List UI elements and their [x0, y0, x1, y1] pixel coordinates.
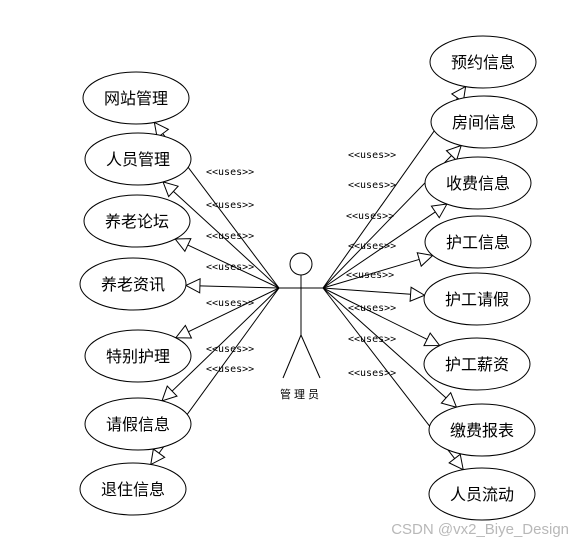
uses-label-wzgl: <<uses>> — [206, 167, 254, 178]
association-line-tbhl — [175, 287, 280, 339]
use-case-ylt: 养老论坛 — [83, 194, 191, 248]
use-case-label: 缴费报表 — [450, 421, 514, 440]
use-case-ellipse — [424, 215, 532, 269]
use-case-hgxx: 护工信息 — [424, 215, 532, 269]
use-case-ellipse — [429, 35, 537, 89]
uses-label-yyxx: <<uses>> — [348, 150, 396, 161]
uses-label-ryld: <<uses>> — [348, 368, 396, 379]
use-case-label: 请假信息 — [106, 415, 170, 434]
association-line-sfxx — [322, 203, 448, 289]
arrowhead-sfxx — [430, 203, 448, 219]
use-case-label: 网站管理 — [104, 89, 168, 108]
uses-labels: <<uses>> <<uses>> <<uses>> <<uses>> <<uses>>… — [206, 150, 396, 379]
uses-label-tbhl: <<uses>> — [206, 298, 254, 309]
use-case-label: 退住信息 — [101, 480, 165, 499]
use-case-ellipse — [84, 132, 192, 186]
arrowhead-qjxx — [161, 385, 178, 402]
arrowhead-ylt — [174, 238, 192, 253]
uses-label-hgqj: <<uses>> — [346, 270, 394, 281]
use-case-fjxx: 房间信息 — [430, 95, 538, 149]
use-case-label: 养老论坛 — [105, 212, 169, 231]
actor-right-leg — [300, 334, 321, 379]
uses-label-sfxx: <<uses>> — [346, 211, 394, 222]
actor-left-leg — [282, 334, 302, 379]
use-case-ellipse — [84, 397, 192, 451]
use-case-label: 养老资讯 — [101, 275, 165, 294]
actor-figure: 管理员 — [279, 252, 323, 401]
arrowhead-hgxx — [416, 252, 434, 268]
association-line-rygl — [162, 181, 280, 289]
association-lines — [150, 85, 467, 471]
arrowhead-rygl — [162, 181, 180, 198]
use-case-label: 护工薪资 — [445, 355, 509, 374]
association-line-jfbb — [322, 287, 457, 408]
arrowhead-jfbb — [440, 391, 458, 408]
use-case-wzgl: 网站管理 — [82, 71, 190, 125]
use-case-ellipse — [424, 156, 532, 210]
association-line-hgxz — [322, 287, 440, 347]
use-case-jfbb: 缴费报表 — [428, 403, 536, 457]
use-case-ellipse — [423, 337, 531, 391]
association-line-hgqj — [322, 287, 425, 296]
arrowhead-fjxx — [445, 144, 463, 162]
uses-label-rygl: <<uses>> — [206, 200, 254, 211]
association-line-ylt — [174, 238, 280, 289]
actor-head — [289, 252, 313, 276]
use-case-label: 房间信息 — [452, 113, 516, 132]
use-case-ellipse — [79, 257, 187, 311]
use-case-sfxx: 收费信息 — [424, 156, 532, 210]
use-case-label: 人员管理 — [106, 150, 170, 169]
use-case-ellipse — [423, 272, 531, 326]
use-case-tzxx: 退住信息 — [79, 462, 187, 516]
use-case-tbhl: 特别护理 — [84, 329, 192, 383]
use-case-label: 护工信息 — [446, 233, 510, 252]
use-case-hgxz: 护工薪资 — [423, 337, 531, 391]
use-case-ylzx: 养老资讯 — [79, 257, 187, 311]
uses-label-ylzx: <<uses>> — [206, 262, 254, 273]
uses-label-tzxx: <<uses>> — [206, 364, 254, 375]
arrowhead-hgqj — [409, 286, 426, 303]
use-case-ellipse — [79, 462, 187, 516]
use-case-ellipse — [83, 194, 191, 248]
uses-label-qjxx: <<uses>> — [206, 344, 254, 355]
use-case-label: 护工请假 — [445, 290, 509, 309]
association-line-ylzx — [185, 284, 280, 289]
use-case-qjxx: 请假信息 — [84, 397, 192, 451]
uses-label-fjxx: <<uses>> — [348, 180, 396, 191]
use-case-label: 特别护理 — [106, 347, 170, 366]
arrowhead-ryld — [448, 453, 464, 471]
uses-label-hgxz: <<uses>> — [348, 303, 396, 314]
association-line-hgxx — [322, 254, 433, 289]
arrowhead-wzgl — [153, 121, 170, 139]
use-case-label: 人员流动 — [450, 485, 514, 504]
arrowhead-tbhl — [174, 324, 193, 339]
watermark: CSDN @vx2_Biye_Design — [391, 521, 569, 538]
association-line-qjxx — [161, 287, 280, 402]
use-case-ryld: 人员流动 — [428, 467, 536, 521]
use-case-ellipse — [428, 403, 536, 457]
arrowhead-tzxx — [150, 448, 166, 466]
arrowhead-ylzx — [184, 278, 201, 294]
use-case-label: 预约信息 — [451, 53, 515, 72]
use-case-hgqj: 护工请假 — [423, 272, 531, 326]
use-case-ellipse — [84, 329, 192, 383]
use-case-ellipse — [82, 71, 190, 125]
uses-label-jfbb: <<uses>> — [348, 334, 396, 345]
uses-label-ylt: <<uses>> — [206, 231, 254, 242]
actor-label: 管理员 — [280, 387, 322, 401]
use-case-rygl: 人员管理 — [84, 132, 192, 186]
arrowhead-hgxz — [423, 332, 441, 347]
use-case-ellipse — [428, 467, 536, 521]
uses-label-hgxx: <<uses>> — [348, 241, 396, 252]
use-case-ellipse — [430, 95, 538, 149]
use-case-label: 收费信息 — [446, 174, 510, 193]
use-case-yyxx: 预约信息 — [429, 35, 537, 89]
